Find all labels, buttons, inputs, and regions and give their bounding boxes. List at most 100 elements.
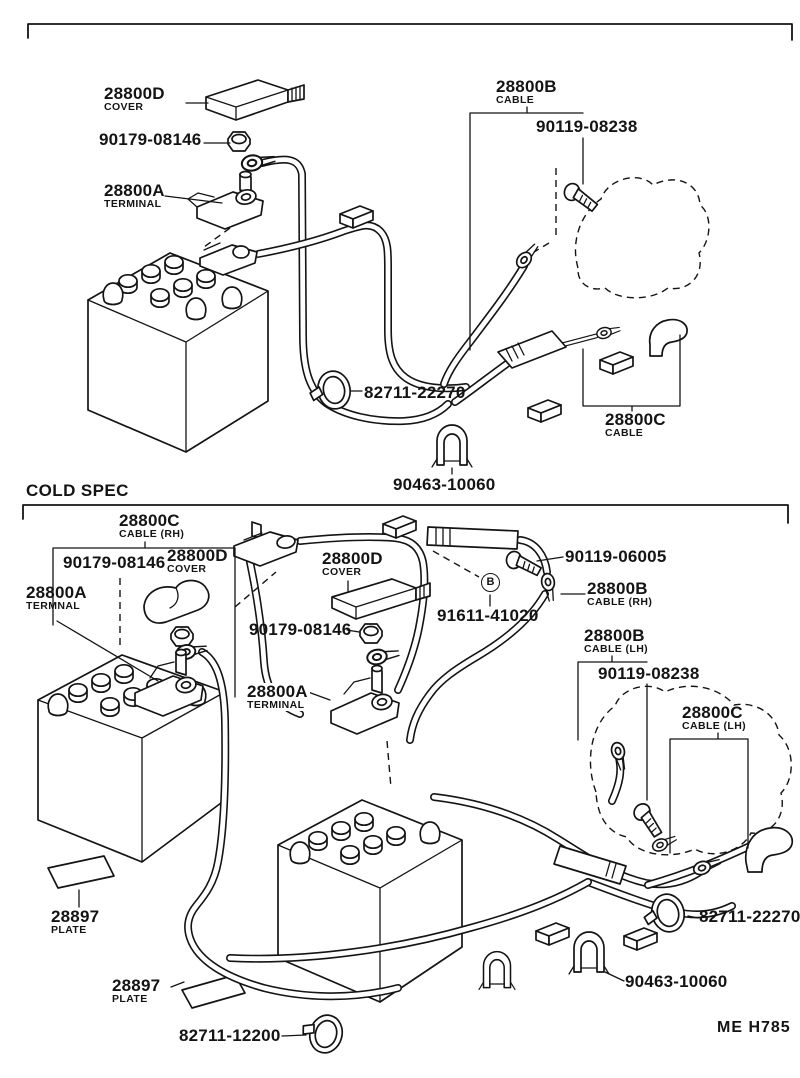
elbow-boot-icon: [744, 826, 794, 873]
plate-part-2: [181, 974, 246, 1009]
part-number: 90463-10060: [393, 475, 496, 494]
leader-lines-top: [164, 102, 681, 475]
part-number: 90119-08238: [536, 117, 638, 136]
terminal-part-cold-mid: [330, 664, 400, 735]
callout-bolt-ref: 91611-41020: [437, 606, 539, 625]
part-number: 28800D: [322, 549, 383, 568]
part-sub-label: CABLE (LH): [584, 643, 649, 656]
part-sub-label: COVER: [167, 563, 207, 576]
cover-part-cold-mid: [331, 578, 431, 620]
part-number: 90119-06005: [565, 547, 667, 566]
terminal-nut-icon: [170, 626, 194, 647]
callout-clamp-12200: 82711-12200: [179, 1026, 281, 1045]
hose-clamp-icon: [305, 367, 355, 415]
part-number: 91611-41020: [437, 606, 539, 625]
callout-bolt-08238: 90119-08238: [596, 664, 702, 683]
part-sub-label: CABLE: [496, 94, 535, 107]
cable-clip-icon: [568, 931, 610, 975]
cable-clip-icon: [431, 424, 473, 468]
part-number: 28800A: [247, 682, 308, 701]
terminal-assembly-cold-top: [233, 521, 299, 567]
terminal-part-cold-left: [134, 648, 204, 717]
terminal-on-battery-top: [199, 242, 258, 276]
cable-ground-top: [254, 221, 470, 393]
callout-clamp-22270: 82711-22270: [699, 908, 800, 926]
dashed-body-outline-top: [574, 177, 710, 299]
callout-clip-top: 90463-10060: [393, 475, 496, 494]
part-number: 28897: [112, 976, 161, 995]
terminal-nut-icon: [359, 623, 383, 644]
cable-clip-icon: [478, 950, 516, 991]
cable-lh-run: [430, 754, 754, 919]
part-number: 28800B: [584, 626, 645, 645]
part-number: 28800C: [682, 703, 743, 722]
elbow-boot-icon: [648, 318, 688, 357]
part-number: 28800C: [605, 410, 666, 429]
part-sub-label: TERMNAL: [26, 600, 81, 613]
part-number: 90119-08238: [598, 664, 700, 683]
bracket-connector-icon: [382, 515, 417, 539]
sleeve-cold-top: [426, 526, 519, 550]
part-number: 82711-12200: [179, 1026, 281, 1045]
cold-spec-title: COLD SPEC: [26, 481, 129, 500]
part-number: 28800B: [587, 579, 648, 598]
part-sub-label: CABLE (RH): [119, 528, 185, 541]
callout-bolt-top: 90119-08238: [536, 117, 638, 136]
leader-lines-cold: [52, 541, 749, 1037]
part-sub-label: PLATE: [112, 993, 148, 1006]
part-number: 28800A: [104, 181, 165, 200]
battery-top-section: [87, 252, 269, 453]
bolt-icon: [627, 799, 671, 840]
terminal-nut-icon: [227, 131, 251, 152]
battery-cold-middle: [277, 799, 463, 1003]
bolt-icon: [560, 180, 603, 213]
part-number: 28800D: [167, 546, 228, 565]
callout-nut-left: 90179-08146: [63, 553, 166, 572]
callout-nut-mid: 90179-08146: [249, 620, 352, 639]
part-sub-label: COVER: [322, 566, 362, 579]
bolt-ref-marker: B: [481, 573, 500, 592]
dashed-body-outline-cold: [589, 685, 792, 856]
callout-nut-top: 90179-08146: [99, 130, 202, 149]
hose-clamp-icon: [297, 1008, 348, 1058]
part-number: 90179-08146: [249, 620, 352, 639]
connector-cover-icon: [527, 399, 562, 423]
cover-part-cold-left: [143, 579, 210, 624]
connector-cover-icon: [535, 922, 570, 946]
callout-bolt-06005: 90119-06005: [565, 547, 667, 566]
connector-cover-icon: [599, 351, 634, 375]
cable-b-rh-branch: [406, 590, 549, 744]
part-sub-label: PLATE: [51, 924, 87, 937]
part-number: 82711-22270: [364, 383, 466, 402]
terminal-part-top: [187, 170, 264, 230]
callout-clip-10060: 90463-10060: [625, 973, 727, 991]
part-sub-label: CABLE (LH): [682, 720, 747, 733]
cover-part-top: [205, 79, 305, 121]
sleeve-top: [497, 330, 567, 369]
part-sub-label: TERMINAL: [247, 699, 305, 712]
part-number: 90179-08146: [63, 553, 166, 572]
part-sub-label: CABLE: [605, 427, 644, 440]
drawing-code: ME H785: [717, 1019, 791, 1036]
cable-rh-left: [184, 648, 402, 1001]
part-number: 28800A: [26, 583, 87, 602]
part-sub-label: COVER: [104, 101, 144, 114]
part-number: 28800D: [104, 84, 165, 103]
part-number: 28800C: [119, 511, 180, 530]
part-number: 90179-08146: [99, 130, 202, 149]
cable-bottom-cross: [226, 878, 592, 963]
part-number: 28897: [51, 907, 100, 926]
